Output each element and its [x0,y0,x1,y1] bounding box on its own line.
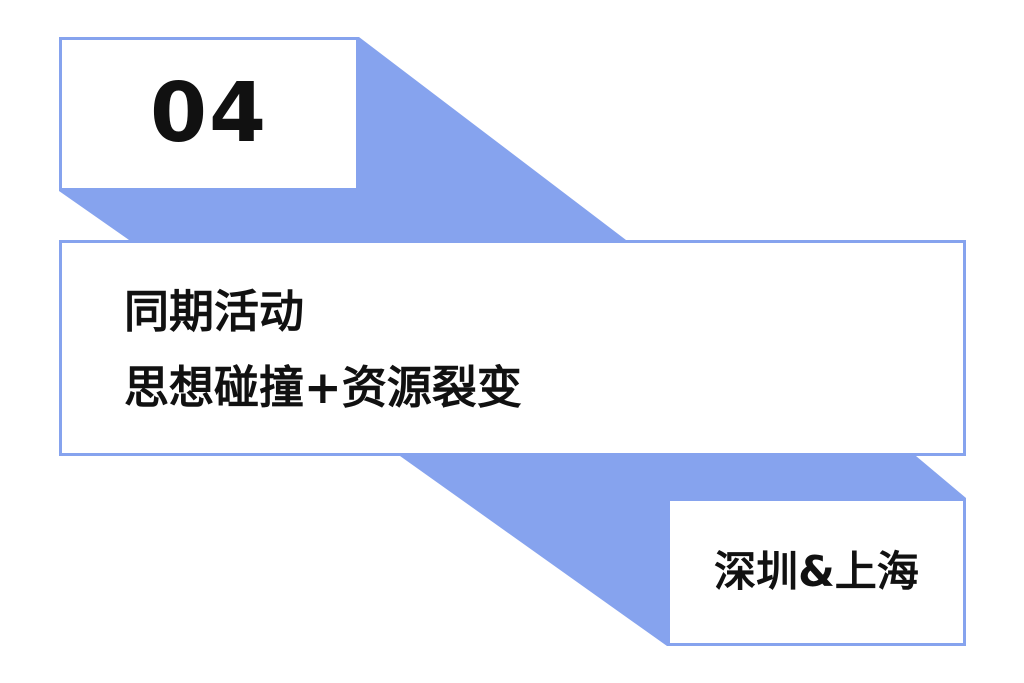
upper-diagonal-band [59,37,626,240]
main-heading-line-2: 思想碰撞+资源裂变 [124,361,522,414]
number-card: 04 [59,37,359,191]
city-label: 深圳&上海 [714,547,919,596]
main-heading-line-1: 同期活动 [124,285,305,338]
section-number: 04 [149,66,269,161]
main-card: 同期活动 思想碰撞+资源裂变 [59,240,966,456]
city-card: 深圳&上海 [667,498,966,646]
